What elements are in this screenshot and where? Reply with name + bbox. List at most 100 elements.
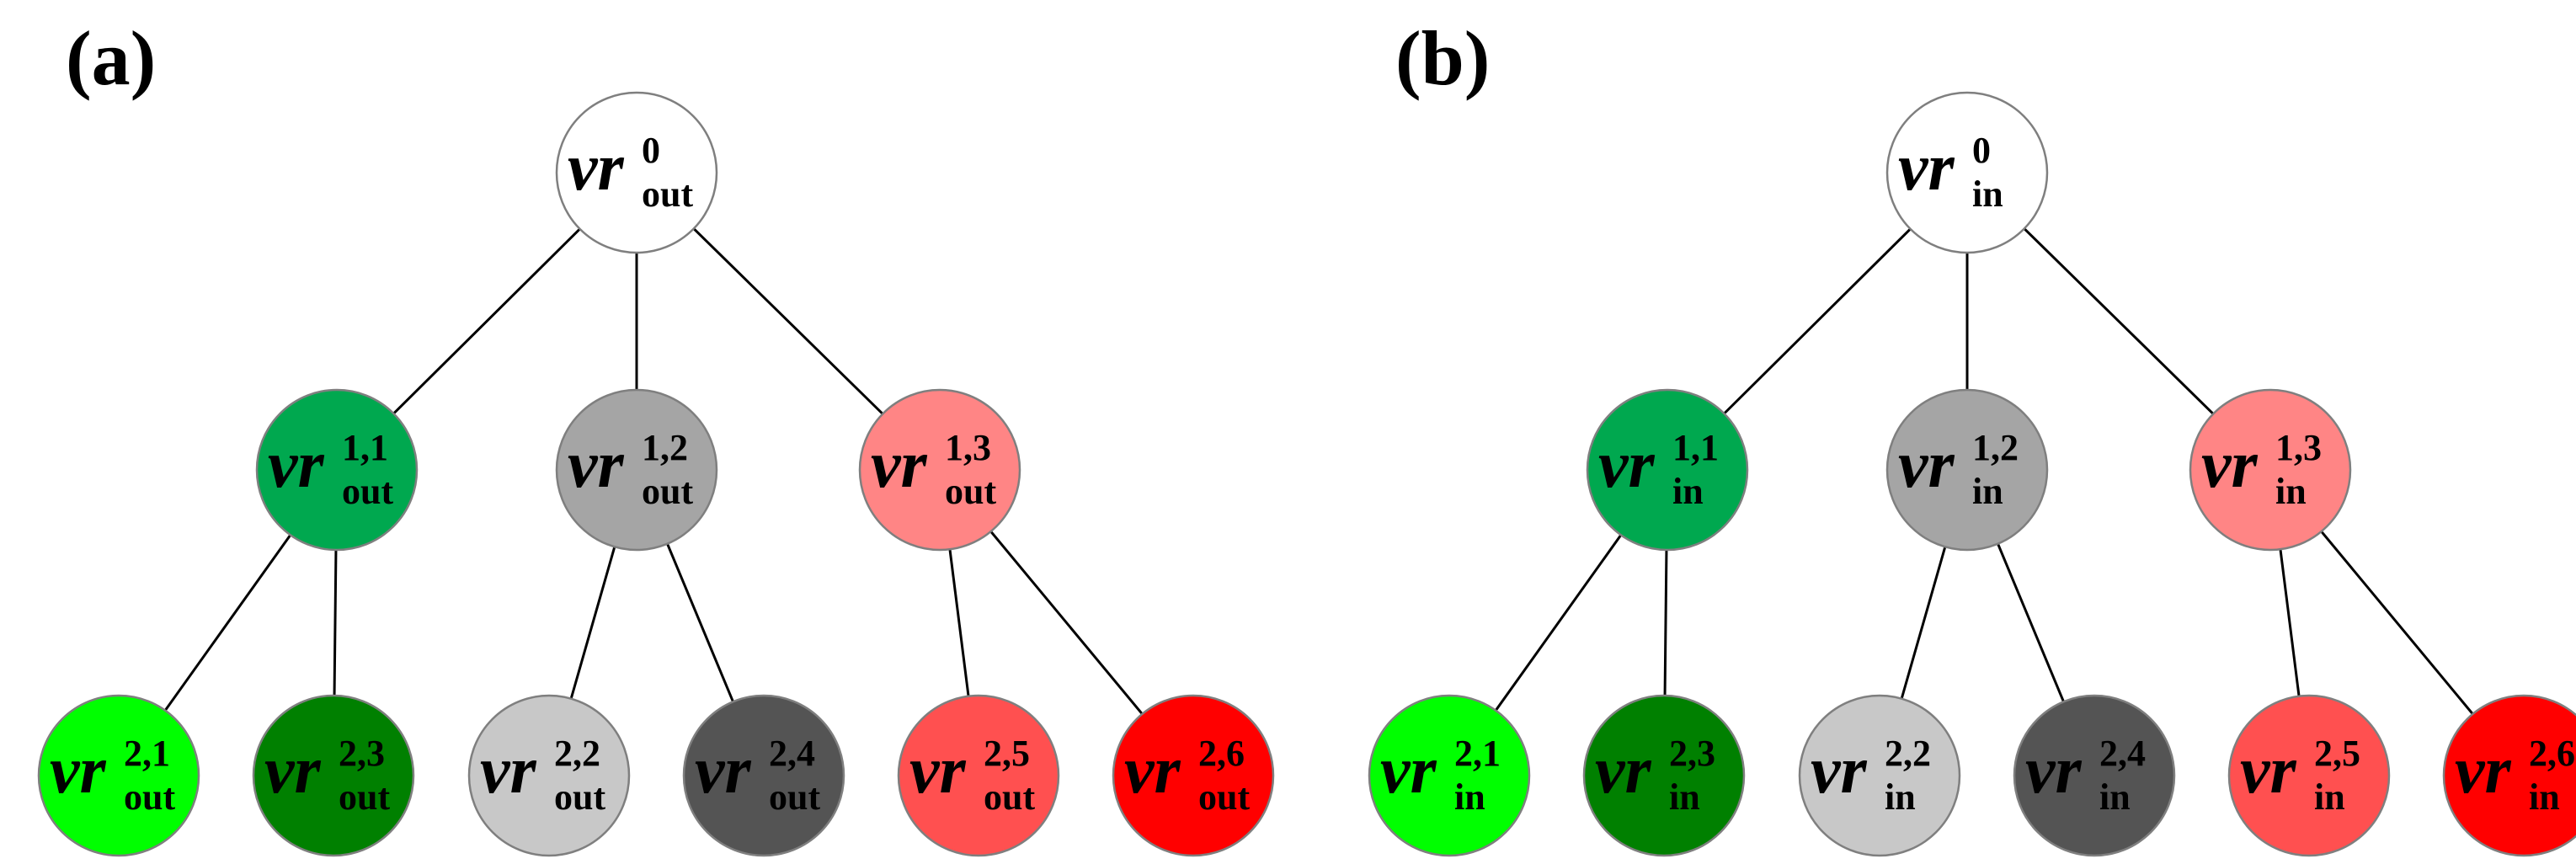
node-subscript: out — [984, 776, 1035, 818]
node-circle — [2442, 694, 2576, 857]
node-superscript: 2,1 — [1454, 733, 1501, 774]
node-subscript: out — [124, 776, 175, 818]
node-superscript: 0 — [642, 130, 660, 171]
node-circle — [1368, 694, 1531, 857]
node-base-label: vr — [2025, 733, 2083, 808]
node-base-label: vr — [568, 428, 625, 502]
node-superscript: 2,6 — [1198, 733, 1245, 774]
node-b-1-1: vr 1,1in — [1586, 388, 1749, 552]
node-superscript: 1,1 — [1672, 427, 1719, 468]
node-base-label: vr — [1124, 733, 1181, 808]
node-b-0: vr 0in — [1885, 91, 2049, 254]
node-circle — [1885, 91, 2049, 254]
node-circle — [255, 388, 419, 552]
node-circle — [1885, 388, 2049, 552]
node-subscript: in — [2529, 776, 2560, 818]
node-superscript: 1,1 — [342, 427, 388, 468]
node-subscript: out — [1198, 776, 1250, 818]
node-superscript: 0 — [1972, 130, 1991, 171]
node-b-2-1: vr 2,1in — [1368, 694, 1531, 857]
node-circle — [1582, 694, 1746, 857]
node-b-2-5: vr 2,5in — [2227, 694, 2391, 857]
node-circle — [1586, 388, 1749, 552]
node-base-label: vr — [695, 733, 752, 808]
node-base-label: vr — [2455, 733, 2512, 808]
node-subscript: out — [642, 173, 693, 215]
node-b-2-6: vr 2,6in — [2442, 694, 2576, 857]
node-circle — [2227, 694, 2391, 857]
node-superscript: 1,2 — [1972, 427, 2019, 468]
node-superscript: 2,2 — [554, 733, 600, 774]
node-base-label: vr — [2201, 428, 2259, 502]
node-superscript: 1,3 — [945, 427, 991, 468]
node-superscript: 1,2 — [642, 427, 688, 468]
node-superscript: 2,4 — [2099, 733, 2146, 774]
node-circle — [555, 388, 718, 552]
node-subscript: out — [339, 776, 390, 818]
node-superscript: 2,3 — [1669, 733, 1715, 774]
node-base-label: vr — [1380, 733, 1437, 808]
node-base-label: vr — [1898, 131, 1955, 205]
node-superscript: 2,5 — [2314, 733, 2360, 774]
node-circle — [1798, 694, 1961, 857]
node-subscript: in — [1454, 776, 1485, 818]
node-circle — [1112, 694, 1275, 857]
node-superscript: 2,3 — [339, 733, 385, 774]
node-b-2-3: vr 2,3in — [1582, 694, 1746, 857]
node-subscript: out — [342, 471, 393, 512]
node-circle — [858, 388, 1021, 552]
node-base-label: vr — [50, 733, 107, 808]
node-superscript: 2,6 — [2529, 733, 2575, 774]
node-superscript: 2,1 — [124, 733, 170, 774]
node-subscript: in — [1672, 471, 1704, 512]
node-circle — [682, 694, 845, 857]
node-subscript: out — [642, 471, 693, 512]
node-circle — [555, 91, 718, 254]
node-base-label: vr — [1595, 733, 1652, 808]
node-superscript: 2,4 — [769, 733, 815, 774]
node-circle — [467, 694, 631, 857]
node-subscript: in — [2314, 776, 2345, 818]
node-base-label: vr — [1598, 428, 1656, 502]
node-superscript: 1,3 — [2275, 427, 2322, 468]
node-base-label: vr — [1811, 733, 1868, 808]
node-superscript: 2,2 — [1885, 733, 1931, 774]
panel-label-b: (b) — [1395, 15, 1490, 101]
node-subscript: out — [769, 776, 820, 818]
node-subscript: in — [1669, 776, 1700, 818]
node-subscript: in — [1972, 471, 2003, 512]
node-circle — [252, 694, 415, 857]
node-base-label: vr — [909, 733, 967, 808]
node-base-label: vr — [1898, 428, 1955, 502]
node-superscript: 2,5 — [984, 733, 1030, 774]
node-base-label: vr — [264, 733, 322, 808]
node-base-label: vr — [871, 428, 928, 502]
node-b-1-3: vr 1,3in — [2189, 388, 2352, 552]
node-base-label: vr — [268, 428, 325, 502]
node-base-label: vr — [2240, 733, 2297, 808]
node-b-1-2: vr 1,2in — [1885, 388, 2049, 552]
node-circle — [2189, 388, 2352, 552]
node-base-label: vr — [480, 733, 537, 808]
node-subscript: in — [1972, 173, 2003, 215]
node-subscript: in — [2275, 471, 2307, 512]
node-circle — [37, 694, 200, 857]
node-circle — [2013, 694, 2176, 857]
node-subscript: out — [554, 776, 605, 818]
